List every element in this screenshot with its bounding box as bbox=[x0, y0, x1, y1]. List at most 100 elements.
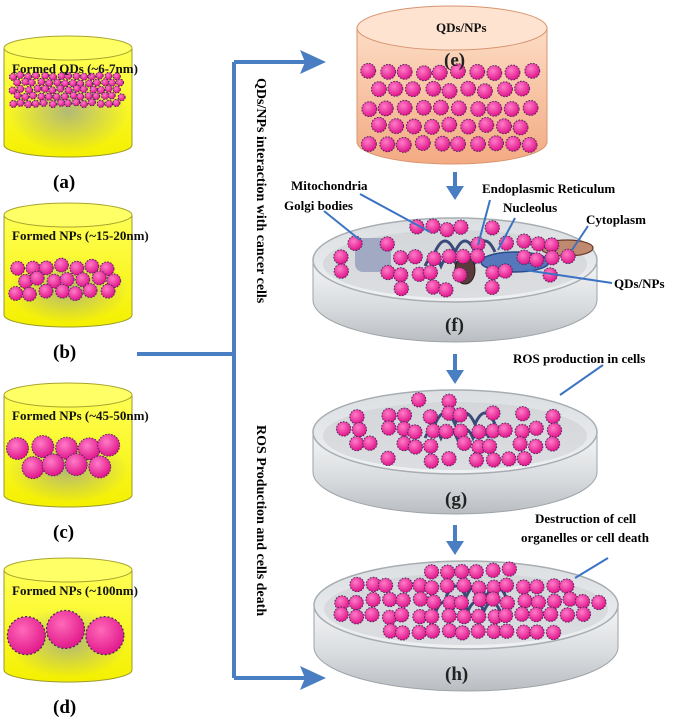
nanoparticle bbox=[53, 257, 69, 273]
nanoparticle bbox=[6, 616, 46, 656]
nanoparticle bbox=[24, 86, 34, 95]
nanoparticle bbox=[453, 423, 469, 439]
nanoparticle bbox=[515, 406, 531, 422]
nanoparticle bbox=[517, 593, 533, 609]
nanoparticle bbox=[575, 606, 592, 622]
nanoparticle bbox=[414, 135, 431, 151]
nanoparticle bbox=[63, 99, 72, 108]
nanoparticle bbox=[431, 64, 448, 81]
nanoparticle bbox=[61, 79, 70, 88]
nanoparticle bbox=[59, 272, 75, 287]
nanoparticle bbox=[468, 452, 485, 468]
nanoparticle bbox=[55, 436, 79, 460]
nanoparticle bbox=[456, 577, 472, 593]
nanoparticle bbox=[37, 77, 46, 86]
nanoparticle bbox=[497, 607, 514, 624]
nanoparticle bbox=[425, 423, 441, 439]
nanoparticle bbox=[393, 280, 409, 297]
nanoparticle bbox=[415, 65, 432, 82]
nanoparticle bbox=[393, 267, 409, 283]
nanoparticle bbox=[16, 84, 25, 93]
nanoparticle bbox=[360, 62, 377, 79]
arrowhead-e bbox=[300, 50, 326, 74]
nanoparticle bbox=[53, 78, 62, 87]
petri-dishes bbox=[312, 217, 619, 692]
side-text-ros: ROS Production and cells death bbox=[253, 425, 268, 617]
can-c bbox=[3, 382, 133, 508]
nanoparticle bbox=[395, 592, 411, 608]
nanoparticle bbox=[422, 409, 439, 425]
nanoparticle bbox=[333, 249, 349, 265]
nanoparticle bbox=[387, 80, 404, 97]
nanoparticle bbox=[396, 99, 413, 116]
nanoparticle bbox=[381, 407, 397, 424]
nanoparticle bbox=[92, 92, 101, 101]
nanoparticle bbox=[499, 595, 516, 611]
can-b bbox=[3, 202, 133, 328]
nanoparticle bbox=[335, 421, 352, 437]
nanoparticle bbox=[415, 99, 432, 116]
nanoparticle bbox=[33, 84, 42, 93]
nanoparticle bbox=[484, 220, 500, 236]
nanoparticle bbox=[476, 83, 493, 100]
cylinder-title: QDs/NPs bbox=[436, 20, 487, 35]
nanoparticle bbox=[39, 98, 48, 107]
nanoparticle bbox=[29, 270, 45, 286]
nanoparticle bbox=[6, 437, 29, 460]
nanoparticle bbox=[72, 84, 81, 93]
arrowhead-h bbox=[300, 666, 326, 690]
nanoparticle bbox=[16, 71, 25, 80]
nanoparticle bbox=[377, 100, 394, 117]
nanoparticle bbox=[521, 137, 538, 153]
nanoparticle bbox=[16, 98, 25, 107]
nanoparticle bbox=[407, 424, 423, 440]
label-qds: QDs/NPs bbox=[614, 276, 665, 291]
nanoparticle bbox=[439, 222, 455, 238]
nanoparticle bbox=[497, 422, 513, 438]
nanoparticle bbox=[452, 407, 468, 423]
nanoparticle bbox=[424, 623, 441, 639]
nanoparticle bbox=[347, 235, 363, 251]
nanoparticle bbox=[397, 577, 413, 593]
can-title-b: Formed NPs (~15-20nm) bbox=[12, 228, 149, 243]
nanoparticle bbox=[441, 608, 457, 624]
petri-dish-f bbox=[312, 217, 598, 343]
nanoparticle bbox=[351, 421, 368, 438]
nanoparticle bbox=[501, 451, 517, 467]
nanoparticle bbox=[13, 91, 22, 100]
nanoparticle bbox=[85, 616, 125, 656]
nanoparticle bbox=[9, 99, 18, 108]
nanoparticle bbox=[514, 80, 531, 97]
nanoparticle bbox=[439, 578, 455, 594]
nanoparticle bbox=[107, 78, 117, 87]
nanoparticle bbox=[8, 286, 24, 301]
nanoparticle bbox=[117, 93, 126, 102]
nanoparticle bbox=[522, 100, 539, 116]
nanoparticle bbox=[485, 264, 501, 281]
nanoparticle bbox=[514, 423, 530, 440]
nanoparticle bbox=[501, 561, 517, 577]
nanoparticle bbox=[438, 282, 454, 298]
nanoparticle bbox=[69, 260, 85, 276]
nanoparticle bbox=[349, 576, 365, 593]
nanoparticle bbox=[100, 283, 116, 299]
label-ros: ROS production in cells bbox=[513, 351, 646, 366]
nanoparticle bbox=[104, 99, 114, 108]
nanoparticle bbox=[530, 594, 547, 611]
nanoparticle bbox=[559, 578, 575, 594]
label-er: Endoplasmic Reticulum bbox=[482, 181, 616, 196]
nanoparticle bbox=[450, 100, 467, 117]
can-lid bbox=[3, 202, 133, 228]
nanoparticle bbox=[486, 623, 502, 640]
panel-letter-b: (b) bbox=[53, 342, 77, 363]
nanoparticle bbox=[470, 136, 486, 152]
nanoparticle bbox=[455, 248, 471, 265]
nanoparticle bbox=[529, 579, 545, 595]
nanoparticle bbox=[89, 85, 98, 94]
nanoparticle bbox=[512, 119, 529, 136]
label-cytoplasm: Cytoplasm bbox=[586, 212, 646, 227]
nanoparticle bbox=[371, 116, 387, 133]
nanoparticle bbox=[423, 453, 439, 469]
nanoparticle bbox=[472, 591, 488, 608]
nanoparticle bbox=[470, 101, 487, 118]
